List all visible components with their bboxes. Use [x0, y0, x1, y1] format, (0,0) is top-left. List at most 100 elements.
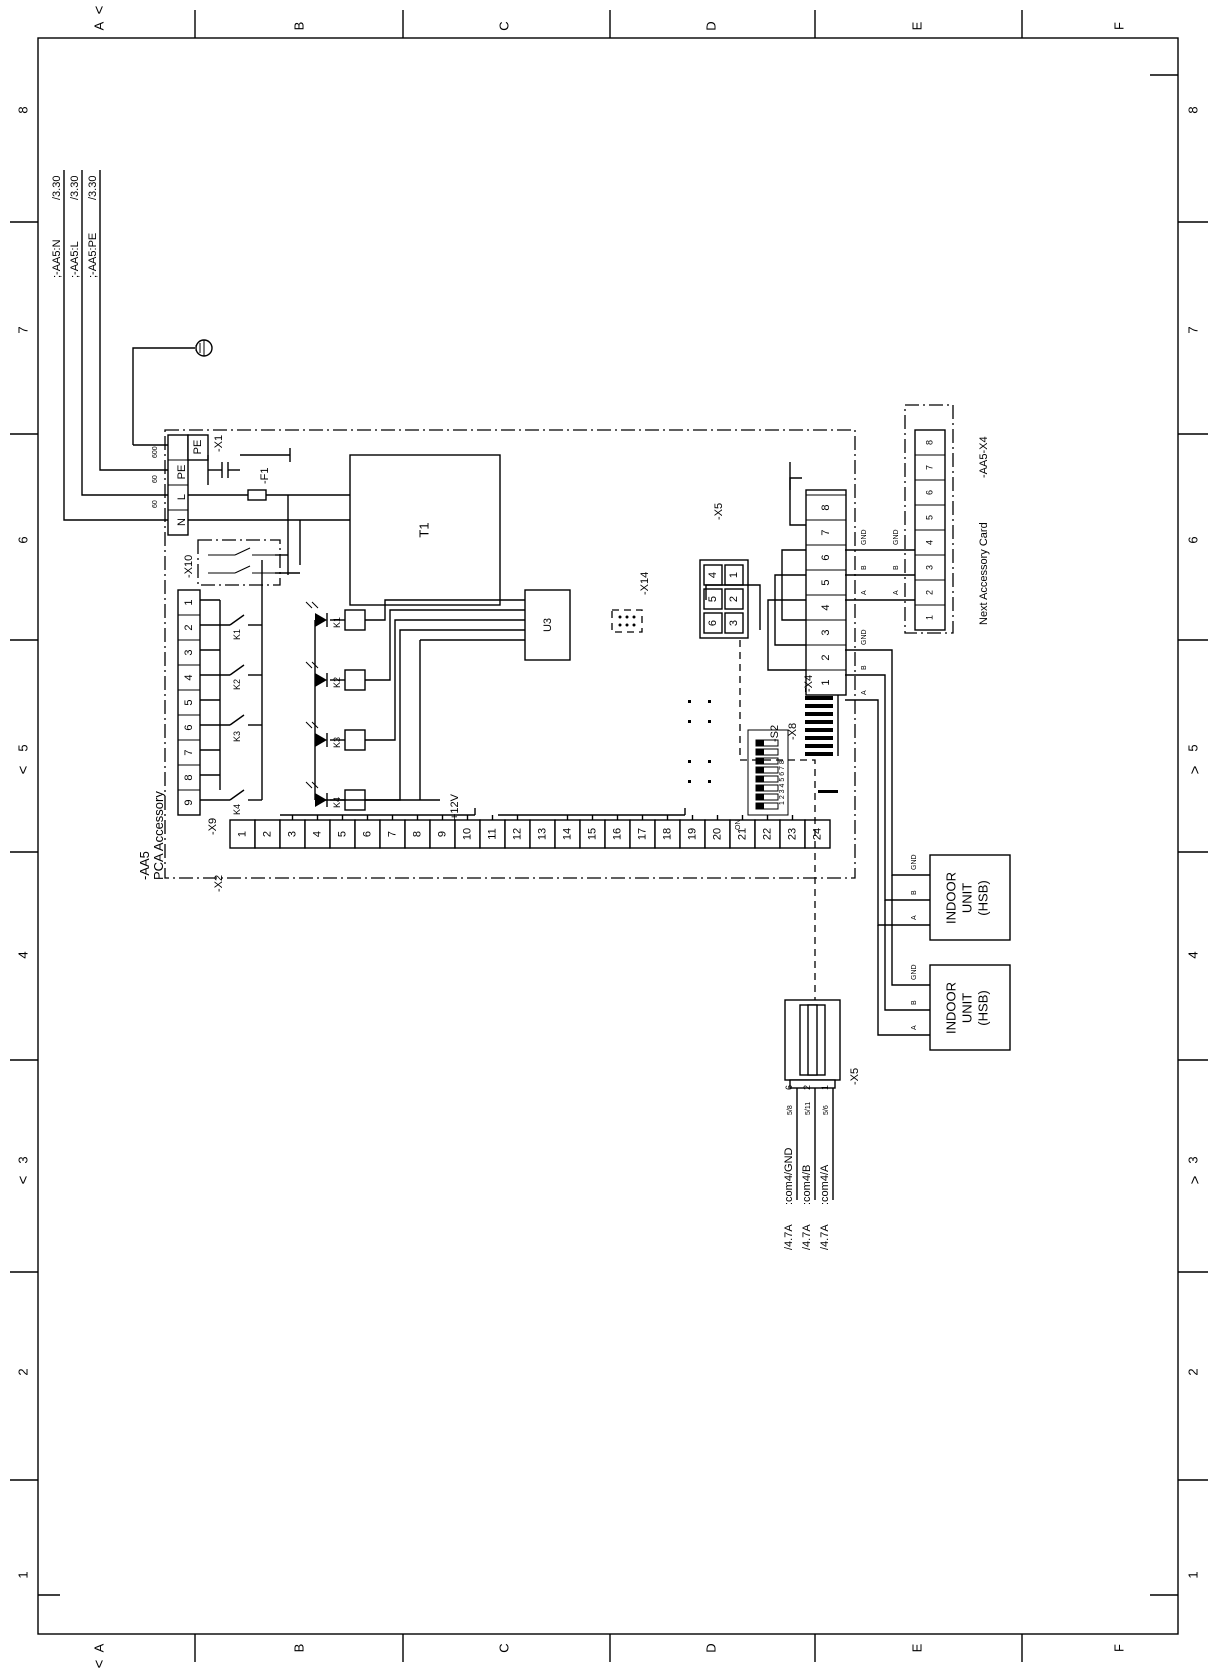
x4-pin-6: 6 — [820, 554, 832, 560]
x2-pin-16: 16 — [611, 828, 623, 840]
led-icon — [315, 733, 327, 747]
x5-pin-4: 4 — [707, 572, 719, 578]
x1-pin-labels: N L PE PE — [176, 440, 204, 526]
transformer-t1 — [349, 454, 501, 606]
row-label-4-right: 4 — [1185, 951, 1200, 958]
col-label-d-bottom: D — [703, 1643, 718, 1652]
indoor-unit-2-line2: UNIT — [959, 993, 974, 1023]
col-label-f-top: F — [1111, 22, 1126, 30]
col-label-c-bottom: C — [496, 1643, 511, 1652]
supply-labels: ;-AA5:N /3.30 ;-AA5:L /3.30 ;-AA5:PE /3.… — [51, 176, 99, 278]
x5-plug-mark-2: 5/11 — [805, 1102, 812, 1115]
earth-symbol — [195, 339, 213, 357]
row-label-8-right: 8 — [1185, 106, 1200, 113]
relay-coil-3 — [344, 729, 366, 751]
x14-label: -X14 — [639, 572, 651, 595]
u3-label: U3 — [542, 618, 554, 632]
x2-pin-2: 2 — [261, 831, 273, 837]
x1-pin-n: N — [176, 518, 188, 526]
row-label-7-right: 7 — [1185, 326, 1200, 333]
wire-mark-pe: 600 — [152, 446, 159, 458]
next-card-pin-2: 2 — [924, 590, 934, 595]
x2-pin-3: 3 — [286, 831, 298, 837]
signal-com4-b: :com4/B — [801, 1165, 813, 1205]
x9-pin-1: 1 — [183, 599, 195, 605]
x5-plug-pin-6: 6 — [784, 1085, 794, 1090]
wire-mark-a-11: A — [911, 915, 918, 920]
col-label-c-top: C — [496, 21, 511, 30]
x1-capacitor — [207, 448, 291, 485]
wire-mark-gnd-3: GND — [893, 529, 900, 545]
relay-coil-label-2: K2 — [332, 677, 342, 688]
pcb-dots — [688, 700, 711, 783]
row-labels-left: 8 7 6 5 4 3 2 1 — [15, 106, 30, 1578]
relay-contact-k4: K4 — [232, 804, 242, 815]
row-label-1-left: 1 — [15, 1571, 30, 1578]
next-card-pin-1: 1 — [924, 615, 934, 620]
wire-mark-b-10: B — [911, 890, 918, 895]
x2-pin-24: 24 — [811, 828, 823, 840]
column-labels-bottom: A B C D E F — [91, 1643, 1126, 1652]
supply-n-ref: /3.30 — [51, 176, 63, 200]
x2-pin-22: 22 — [761, 828, 773, 840]
x1-pin-pe: PE — [176, 465, 188, 480]
ref-b: /4.7A — [801, 1224, 813, 1250]
indoor-unit-1-line3: (HSB) — [975, 880, 990, 915]
row-labels-right: 8 7 6 5 4 3 2 1 — [1185, 106, 1200, 1578]
next-accessory-card — [904, 404, 954, 634]
x9-label: -X9 — [207, 818, 219, 835]
x5-plug-marks: 5/8 5/11 5/6 — [787, 1102, 830, 1115]
row-label-7-left: 7 — [15, 326, 30, 333]
x8-label: -X8 — [787, 723, 799, 740]
relay-contact-k1: K1 — [232, 629, 242, 640]
dip-switch-s2 — [747, 729, 789, 816]
x5-pin-1: 1 — [728, 572, 740, 578]
row-label-5-right: 5 — [1185, 744, 1200, 751]
x9-pin-8: 8 — [183, 774, 195, 780]
row-label-3-right: 3 — [1185, 1156, 1200, 1163]
row-label-8-left: 8 — [15, 106, 30, 113]
row-label-5-left: 5 — [15, 744, 30, 751]
x4-label: -X4 — [803, 675, 815, 692]
x8-connector — [805, 688, 839, 793]
relay-coil-label-3: K3 — [332, 737, 342, 748]
x2-pin-21: 21 — [736, 828, 748, 840]
x5-plug-mark-6: 5/8 — [787, 1105, 794, 1115]
zone-arrow-5-left: < — [15, 765, 32, 774]
x2-pin-17: 17 — [636, 828, 648, 840]
led-icon — [315, 673, 327, 687]
row-label-4-left: 4 — [15, 951, 30, 958]
relay-coil-label-4: K4 — [332, 797, 342, 808]
zone-arrow-a-top: < — [91, 5, 108, 14]
x9-pin-5: 5 — [183, 699, 195, 705]
x2-pin-11: 11 — [486, 828, 498, 839]
x1-pin-l: L — [176, 494, 188, 500]
x4-pin-1: 1 — [820, 679, 832, 685]
x9-pin-7: 7 — [183, 749, 195, 755]
next-card-pin-3: 3 — [924, 565, 934, 570]
indoor-unit-1: INDOOR UNIT (HSB) — [929, 854, 1011, 941]
relay-coil-1 — [344, 609, 366, 631]
x14-header — [611, 609, 643, 633]
wire-mark-b-7: B — [861, 665, 868, 670]
wire-mark-a-5: A — [893, 590, 900, 595]
x4-pin-4: 4 — [820, 604, 832, 610]
x2-pin-20: 20 — [711, 828, 723, 840]
row-label-3-left: 3 — [15, 1156, 30, 1163]
col-label-b-bottom: B — [291, 1644, 306, 1653]
x2-pin-6: 6 — [361, 831, 373, 837]
column-labels-top: A B C D E F — [91, 21, 1126, 30]
x5-plug — [784, 999, 841, 1200]
row-label-6-right: 6 — [1185, 536, 1200, 543]
row-label-2-right: 2 — [1185, 1368, 1200, 1375]
next-card-pin-8: 8 — [924, 440, 934, 445]
supply-pe-label: ;-AA5:PE — [87, 233, 99, 278]
relay-contact-k3: K3 — [232, 731, 242, 742]
row-ticks — [10, 74, 1208, 1596]
col-label-e-bottom: E — [909, 1643, 924, 1652]
